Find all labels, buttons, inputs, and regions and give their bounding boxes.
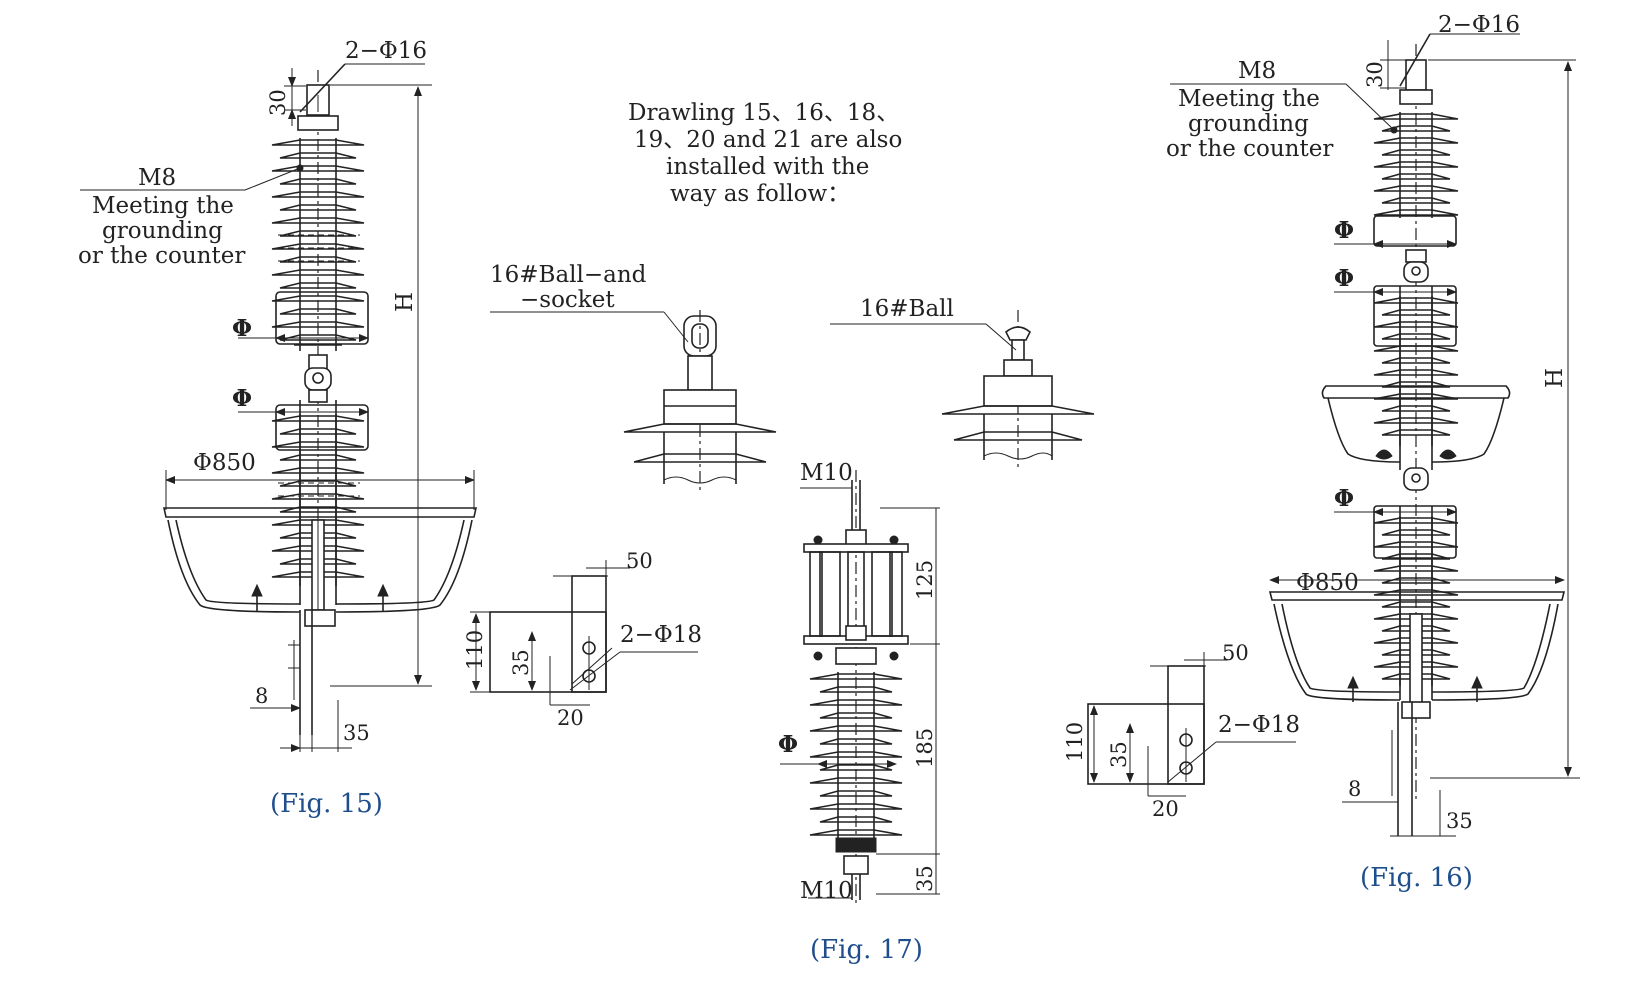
fig16-dim-8: 8 xyxy=(1348,777,1361,801)
fig15-m8-note-2: grounding xyxy=(102,218,223,244)
fig15-m8-note-3: or the counter xyxy=(78,243,245,269)
shed xyxy=(1381,405,1451,412)
fig15-labels: 2−Φ16 30 M8 Meeting the grounding or the… xyxy=(78,38,427,819)
fig16-drawing xyxy=(1170,33,1580,837)
fig15-phi-upper: Φ xyxy=(232,315,252,342)
bracket-left-dim-35: 35 xyxy=(509,649,533,676)
ball-socket-drawing xyxy=(490,310,777,490)
fig16-hole-label: 2−Φ16 xyxy=(1438,12,1520,38)
ball-socket-label-1: 16#Ball−and xyxy=(490,262,647,288)
fig15-dim-35: 35 xyxy=(343,721,370,745)
bracket-left-drawing xyxy=(470,560,698,706)
fig16-caption: (Fig. 16) xyxy=(1360,863,1473,893)
bracket-right-dim-50: 50 xyxy=(1222,641,1249,665)
fig15-m8-note-1: Meeting the xyxy=(92,193,234,219)
bracket-left-dim-110: 110 xyxy=(463,630,487,670)
fig16-labels: 2−Φ16 30 M8 Meeting the grounding or the… xyxy=(1166,12,1568,893)
fig17-dim-35: 35 xyxy=(913,865,937,892)
shed xyxy=(279,454,357,461)
bracket-right-labels: 50 110 35 2−Φ18 20 xyxy=(1063,641,1300,821)
install-note: Drawling 15、16、18、 19、20 and 21 are also… xyxy=(628,100,902,207)
ball-labels: 16#Ball xyxy=(860,296,954,322)
bracket-right-dim-35: 35 xyxy=(1107,741,1131,768)
fig17-m10-bottom: M10 xyxy=(800,878,853,904)
shed xyxy=(279,204,357,211)
shed xyxy=(809,673,903,680)
fig16-m8-note-1: Meeting the xyxy=(1178,86,1320,112)
fig17-caption: (Fig. 17) xyxy=(810,935,923,965)
fig15-phi-lower: Φ xyxy=(232,385,252,412)
bracket-right-holes: 2−Φ18 xyxy=(1218,712,1300,738)
note-line-4: way as follow： xyxy=(670,181,850,207)
fig16-phi-a: Φ xyxy=(1334,217,1354,244)
shed xyxy=(1381,309,1451,316)
fig15-caption: (Fig. 15) xyxy=(270,789,383,819)
fig16-phi-b: Φ xyxy=(1334,265,1354,292)
fig15-hole-label: 2−Φ16 xyxy=(345,38,427,64)
shed xyxy=(271,295,365,302)
fig15-dim-30: 30 xyxy=(266,89,290,116)
bracket-left-labels: 50 110 35 2−Φ18 20 xyxy=(463,549,702,730)
bracket-right-dim-110: 110 xyxy=(1063,722,1087,762)
shed xyxy=(809,803,903,810)
ball-drawing xyxy=(830,310,1095,470)
bracket-left-holes: 2−Φ18 xyxy=(620,622,702,648)
fig17-labels: M10 M10 125 185 35 Φ (Fig. 17) xyxy=(778,460,937,965)
shed xyxy=(819,764,893,771)
fig15-m8-label: M8 xyxy=(138,165,176,191)
bracket-left-dim-20: 20 xyxy=(557,706,584,730)
fig16-sheds-top xyxy=(1373,112,1459,218)
fig16-m8-note-3: or the counter xyxy=(1166,136,1333,162)
fig15-dim-8: 8 xyxy=(255,684,268,708)
fig17-m10-top: M10 xyxy=(800,460,853,486)
fig17-phi: Φ xyxy=(778,731,798,758)
ball-socket-labels: 16#Ball−and −socket xyxy=(490,262,647,313)
fig15-phi850: Φ850 xyxy=(193,450,256,476)
fig15-height-label: H xyxy=(392,292,418,312)
shed xyxy=(819,712,893,719)
shed xyxy=(819,686,893,693)
fig16-dim-35: 35 xyxy=(1446,809,1473,833)
shed xyxy=(1381,429,1451,436)
fig16-m8-note-2: grounding xyxy=(1188,111,1309,137)
fig16-phi-c: Φ xyxy=(1334,485,1354,512)
fig15-ring-bolts xyxy=(251,583,389,612)
fig16-height-label: H xyxy=(1542,368,1568,388)
fig16-m8-label: M8 xyxy=(1238,58,1276,84)
bracket-left-dim-50: 50 xyxy=(626,549,653,573)
ball-label: 16#Ball xyxy=(860,296,954,322)
ball-socket-label-2: −socket xyxy=(520,287,615,313)
fig17-drawing xyxy=(780,470,940,905)
shed xyxy=(279,178,357,185)
fig16-dim-30: 30 xyxy=(1363,61,1387,88)
note-line-1: Drawling 15、16、18、 xyxy=(628,100,899,126)
bracket-right-drawing xyxy=(1087,652,1296,797)
fig17-dim-185: 185 xyxy=(913,728,937,768)
fig17-dim-125: 125 xyxy=(913,560,937,600)
bracket-right-dim-20: 20 xyxy=(1152,797,1179,821)
fig15-drawing xyxy=(80,63,477,752)
shed xyxy=(271,217,365,224)
note-line-2: 19、20 and 21 are also xyxy=(634,127,902,153)
fig17-sheds xyxy=(809,672,903,838)
fig16-phi850: Φ850 xyxy=(1296,570,1359,596)
note-line-3: installed with the xyxy=(666,154,869,180)
